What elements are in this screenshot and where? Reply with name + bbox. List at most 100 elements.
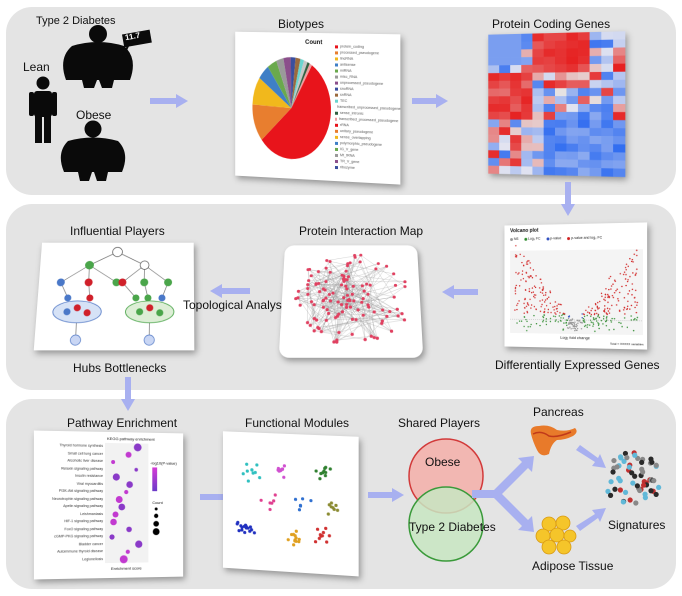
heatmap-cell [488,119,500,128]
heatmap-cell [555,104,567,113]
heatmap-cell [532,135,544,144]
heatmap-cell [488,127,500,136]
ppi-node [360,300,364,304]
venn-t2d-label: Type 2 Diabetes [409,520,496,534]
biotypes-pie-chart [252,57,331,161]
heatmap-cell [532,56,544,66]
arrow-pancreas-signatures [576,445,606,468]
obese-label: Obese [76,108,112,122]
heatmap-cell [532,150,544,160]
heatmap-cell [521,104,533,113]
volcano-point [521,273,523,275]
module-node [273,493,277,497]
fork-arrow [472,456,534,532]
ppi-node [400,312,404,316]
volcano-point [634,296,636,299]
signature-node [630,480,636,486]
heatmap-cell [613,79,626,89]
volcano-point [604,308,606,310]
volcano-point [610,285,613,287]
module-node [268,501,272,505]
volcano-point [634,273,637,276]
heatmap-cell [555,48,567,57]
legend-swatch [334,44,339,48]
volcano-point [539,310,542,313]
heatmap-cell [566,111,579,121]
volcano-point [526,312,529,314]
heatmap-cell [543,151,556,160]
heatmap-cell [589,31,602,41]
volcano-point [524,298,526,300]
module-node [328,467,332,471]
heatmap-cell [499,165,511,175]
volcano-point [525,280,527,283]
heatmap-cell [577,104,590,113]
ppi-node [328,260,332,263]
heatmap-cell [555,111,567,121]
flow-arrow-3 [561,182,575,216]
kegg-title: KEGG pathway enrichment [107,435,155,442]
kegg-dot [119,555,128,564]
heatmap-cell [566,88,579,97]
signature-node [632,452,638,458]
volcano-point [627,293,629,295]
heatmap-cell [510,57,522,66]
heatmap-cell [543,88,556,97]
heatmap-cell [589,151,602,161]
heatmap-cell [577,167,590,177]
volcano-point [601,295,603,298]
heatmap-cell [555,88,567,97]
venn-obese-label: Obese [425,455,461,469]
pie-slice [259,66,292,109]
heatmap-cell [577,151,590,161]
signature-node [614,464,620,470]
volcano-point [518,272,520,274]
flow-arrow-1 [150,94,188,108]
obese-person-icon-top [63,25,133,88]
heatmap-cell [577,127,590,137]
volcano-point [588,312,591,315]
heatmap-cell [510,158,522,167]
legend-label: miRNA [340,68,352,73]
ppi-node [342,296,346,300]
volcano-point [630,260,633,263]
volcano-point [517,273,519,275]
volcano-point [629,308,631,310]
module-node [268,507,272,512]
volcano-point [514,286,517,289]
heatmap-cell [521,33,533,42]
volcano-point [636,304,638,306]
heatmap-cell [499,88,511,97]
volcano-point [624,313,626,315]
signature-node [612,486,618,492]
volcano-point [594,309,596,312]
volcano-point [618,291,621,294]
volcano-point [552,306,554,308]
legend-label: p-value and log₂ FC [571,235,603,241]
heatmap-cell [521,158,533,167]
volcano-point [516,308,518,311]
heatmap-cell [521,64,533,74]
volcano-point [541,303,543,306]
pancreas-icon [530,425,577,456]
volcano-point [562,312,565,315]
volcano-point [625,273,627,276]
legend-swatch [334,153,339,157]
ppi-node [358,260,362,264]
kegg-color-scale [152,467,158,492]
signatures-label: Signatures [608,518,666,532]
ppi-node [345,302,349,306]
heatmap-cell [601,31,614,41]
ppi-node [324,297,328,300]
module-node [291,542,295,547]
heatmap-cell [577,32,590,41]
volcano-point [608,296,611,299]
kegg-dot-plot [105,442,149,564]
ppi-node [350,332,354,336]
ppi-node [366,303,370,307]
volcano-point [615,290,617,292]
heatmap-cell [589,127,602,137]
heatmap-cell [510,111,522,120]
heatmap-cell [510,49,522,58]
